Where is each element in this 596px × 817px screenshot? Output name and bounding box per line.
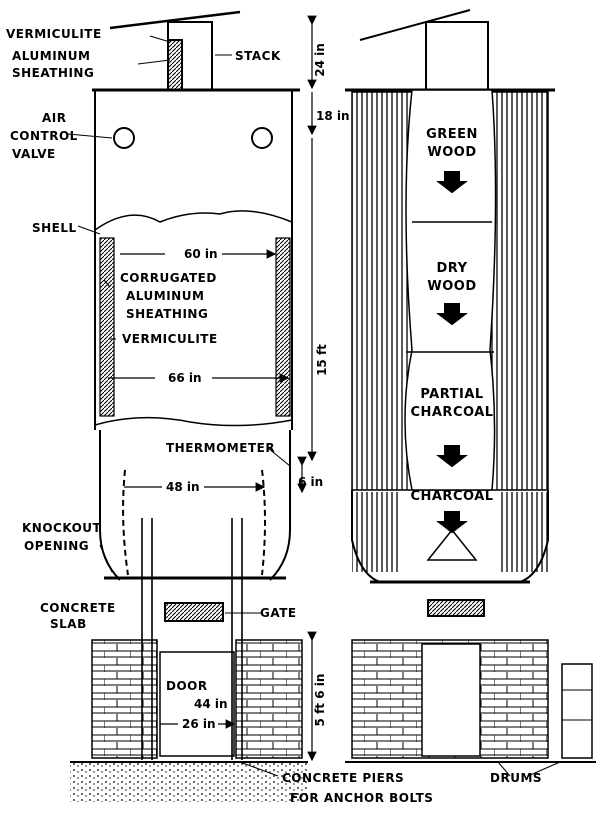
dim-24in: 24 in <box>313 43 327 77</box>
leader-lines <box>67 35 561 777</box>
label-shell: SHELL <box>32 221 77 235</box>
zone-charcoal: CHARCOAL <box>410 489 493 504</box>
label-corrugated: CORRUGATED <box>120 271 217 285</box>
label-aluminum-2: ALUMINUM <box>126 289 204 303</box>
label-sheathing-1: SHEATHING <box>12 66 94 80</box>
label-thermometer: THERMOMETER <box>166 441 275 455</box>
label-drums: DRUMS <box>490 771 542 785</box>
label-opening: OPENING <box>24 539 89 553</box>
label-control: CONTROL <box>10 129 78 143</box>
dim-66in: 66 in <box>168 371 202 385</box>
dim-44in: 44 in <box>194 697 228 711</box>
label-aluminum-1: ALUMINUM <box>12 49 90 63</box>
zone-green-line2: WOOD <box>427 145 476 160</box>
label-gate: GATE <box>260 606 297 620</box>
zone-dry-line1: DRY <box>436 261 467 276</box>
label-stack: STACK <box>235 49 281 63</box>
dim-5ft6in: 5 ft 6 in <box>313 674 327 727</box>
dimension-labels: 24 in 18 in 60 in 66 in 15 ft 6 in 48 in… <box>166 43 350 731</box>
label-piers-1: CONCRETE PIERS <box>282 771 404 785</box>
label-piers-2: FOR ANCHOR BOLTS <box>290 791 433 805</box>
kiln-zone-labels: GREEN WOOD DRY WOOD PARTIAL CHARCOAL CHA… <box>410 127 493 504</box>
zone-partial-line1: PARTIAL <box>420 387 483 402</box>
dim-6in: 6 in <box>298 475 323 489</box>
label-door: DOOR <box>166 679 208 693</box>
right-exterior-view <box>345 9 596 763</box>
dim-15ft: 15 ft <box>315 344 329 376</box>
dim-18in: 18 in <box>316 109 350 123</box>
label-valve: VALVE <box>12 147 56 161</box>
zone-green-line1: GREEN <box>426 127 478 142</box>
label-vermiculite-mid: VERMICULITE <box>122 332 218 346</box>
label-sheathing-2: SHEATHING <box>126 307 208 321</box>
dim-26in: 26 in <box>182 717 216 731</box>
label-slab: SLAB <box>50 617 87 631</box>
zone-dry-line2: WOOD <box>427 279 476 294</box>
dim-48in: 48 in <box>166 480 200 494</box>
zone-partial-line2: CHARCOAL <box>410 405 493 420</box>
dim-60in: 60 in <box>184 247 218 261</box>
label-air: AIR <box>42 111 67 125</box>
dimension-lines <box>108 15 317 762</box>
label-vermiculite-top: VERMICULITE <box>6 27 102 41</box>
label-concrete: CONCRETE <box>40 601 116 615</box>
label-knockout: KNOCKOUT <box>22 521 102 535</box>
annotation-labels: VERMICULITE ALUMINUM SHEATHING STACK AIR… <box>6 27 542 805</box>
